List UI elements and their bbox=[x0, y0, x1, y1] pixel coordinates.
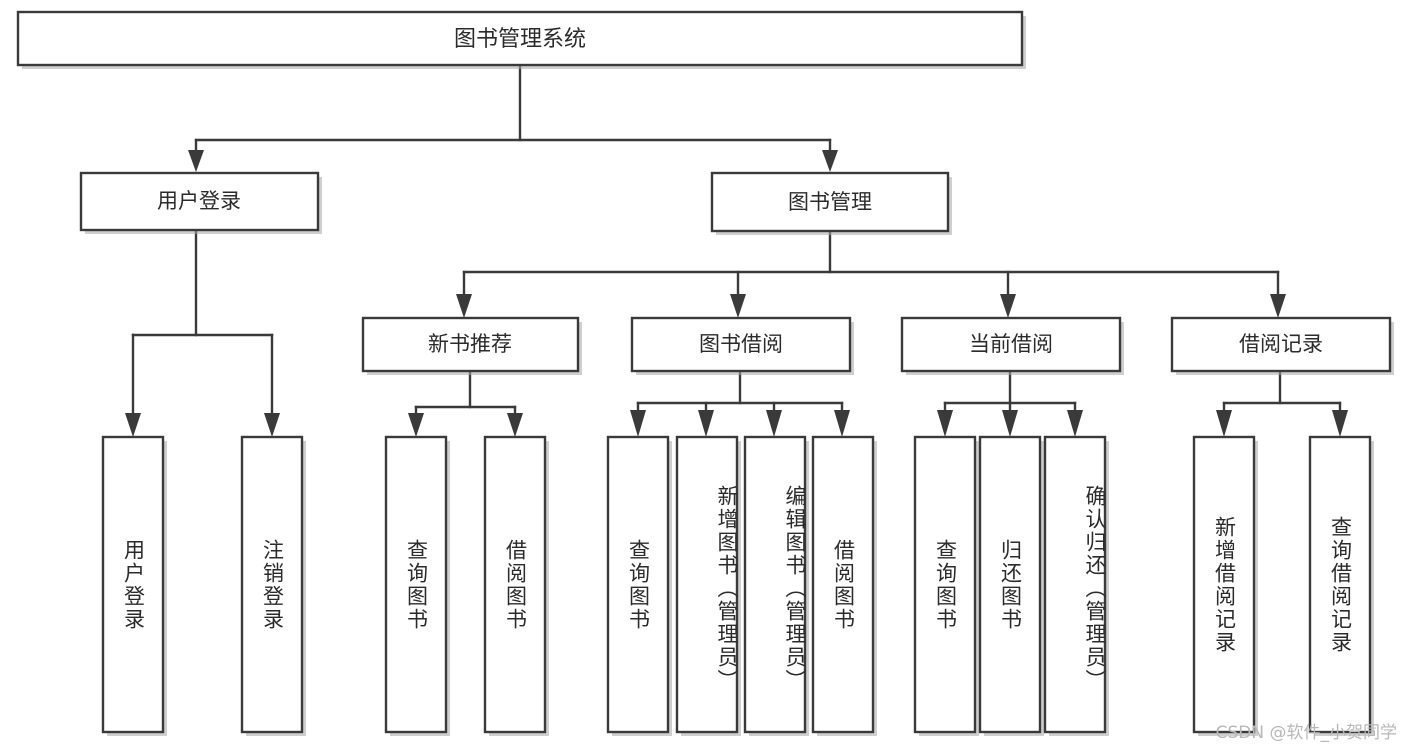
node-leaf-query-book-current-box[interactable] bbox=[913, 435, 977, 734]
arrow-bookmgmt-c3 bbox=[1000, 294, 1016, 318]
node-book-management-label: 图书管理 bbox=[788, 190, 872, 214]
arrow-borrow-l1 bbox=[630, 410, 646, 437]
arrow-root-to-bookmgmt bbox=[822, 150, 838, 172]
arrow-recommend-l2 bbox=[507, 413, 523, 437]
node-leaf-confirm-return-box[interactable] bbox=[1043, 435, 1107, 734]
node-leaf-query-record-box[interactable] bbox=[1308, 435, 1372, 734]
arrow-records-l2 bbox=[1332, 410, 1348, 437]
node-root-box[interactable] bbox=[16, 10, 1024, 67]
connector-layer bbox=[125, 63, 1348, 437]
node-book-borrow-box[interactable] bbox=[630, 316, 852, 373]
node-leaf-add-record-box[interactable] bbox=[1192, 435, 1256, 734]
node-borrow-records-box[interactable] bbox=[1170, 316, 1392, 373]
node-leaf-edit-book-box[interactable] bbox=[743, 435, 807, 734]
node-current-borrow-label: 当前借阅 bbox=[969, 332, 1053, 356]
arrow-current-l1 bbox=[937, 410, 953, 437]
node-leaf-query-book-recommend-box[interactable] bbox=[384, 435, 448, 734]
arrow-bookmgmt-c4 bbox=[1270, 294, 1286, 318]
arrow-login-leaf2 bbox=[264, 413, 280, 437]
arrow-bookmgmt-c1 bbox=[456, 294, 472, 318]
node-leaf-return-book-box[interactable] bbox=[978, 435, 1042, 734]
arrow-login-leaf1 bbox=[125, 413, 141, 437]
arrow-current-l2 bbox=[1002, 410, 1018, 437]
node-leaf-user-login-box[interactable] bbox=[101, 435, 165, 734]
node-book-borrow-label: 图书借阅 bbox=[699, 332, 783, 356]
arrow-recommend-l1 bbox=[408, 413, 424, 437]
node-new-book-recommend-box[interactable] bbox=[361, 316, 580, 373]
node-user-login-box[interactable] bbox=[79, 171, 320, 232]
node-layer bbox=[16, 10, 1394, 736]
label-layer: 图书管理系统 用户登录 图书管理 新书推荐 图书借阅 当前借阅 借阅记录 bbox=[157, 27, 1323, 356]
arrow-current-l3 bbox=[1067, 410, 1083, 437]
node-leaf-borrow-book-recommend-box[interactable] bbox=[483, 435, 547, 734]
node-new-book-recommend-label: 新书推荐 bbox=[428, 332, 512, 356]
node-book-management-box[interactable] bbox=[710, 171, 950, 233]
arrow-borrow-l2 bbox=[698, 410, 714, 437]
arrow-records-l1 bbox=[1216, 410, 1232, 437]
arrow-root-to-login bbox=[188, 150, 204, 172]
node-leaf-borrow-book-box[interactable] bbox=[811, 435, 875, 734]
arrow-borrow-l3 bbox=[766, 410, 782, 437]
node-leaf-logout-box[interactable] bbox=[240, 435, 304, 734]
node-leaf-add-book-box[interactable] bbox=[675, 435, 739, 734]
node-leaf-query-book-borrow-box[interactable] bbox=[606, 435, 670, 734]
node-current-borrow-box[interactable] bbox=[900, 316, 1122, 373]
csdn-watermark: CSDN @软件_小贺同学 bbox=[1215, 723, 1397, 743]
arrow-bookmgmt-c2 bbox=[730, 294, 746, 318]
node-root-label: 图书管理系统 bbox=[454, 27, 586, 52]
node-user-login-label: 用户登录 bbox=[157, 189, 241, 213]
arrow-borrow-l4 bbox=[834, 410, 850, 437]
node-borrow-records-label: 借阅记录 bbox=[1239, 332, 1323, 356]
